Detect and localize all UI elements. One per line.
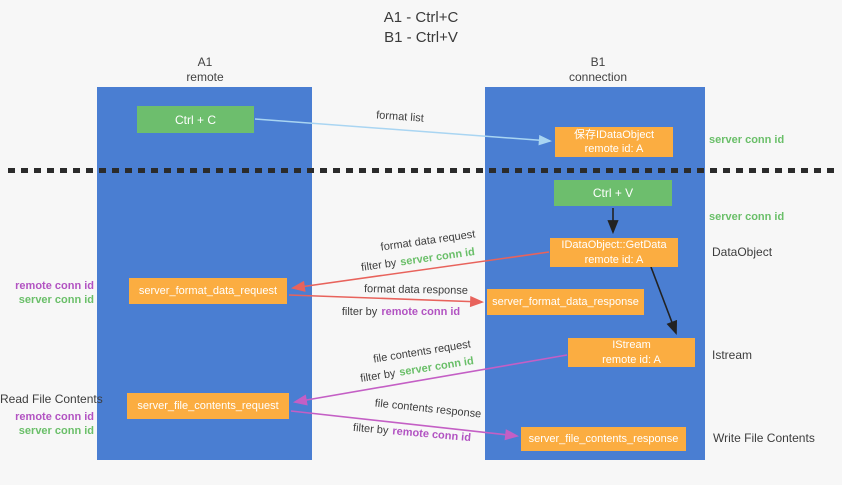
node-server-file-contents-request-label: server_file_contents_request [137,399,279,412]
title-line-2: B1 - Ctrl+V [384,28,458,46]
node-istream-line2: remote id: A [602,353,661,366]
label-server-conn-id-left-top: server conn id [18,294,94,307]
node-server-file-contents-response: server_file_contents_response [521,427,686,451]
label-server-conn-id-mid: server conn id [709,211,785,223]
label-remote-conn-id-bottom: remote conn id [15,411,94,423]
node-ctrl-c-label: Ctrl + C [174,112,216,127]
label-server-conn-id-top: server conn id [709,134,785,146]
lifeline-header-b1: B1 connection [540,55,656,85]
label-conn-pair-bottom: remote conn id server conn id [10,410,94,439]
title-line-1: A1 - Ctrl+C [383,9,459,26]
lifeline-b1-subtitle: connection [568,70,628,84]
node-save-dataobject: 保存IDataObject remote id: A [555,127,673,157]
node-server-format-data-response: server_format_data_response [487,289,644,315]
label-remote-conn-id-top: remote conn id [15,280,94,292]
lifeline-header-a1: A1 remote [150,55,260,85]
node-ctrl-v: Ctrl + V [554,180,672,206]
lifeline-b1-title: B1 [590,55,606,69]
label-istream: Istream [712,348,753,362]
label-write-file-contents: Write File Contents [713,431,815,445]
label-read-file-contents: Read File Contents [0,392,103,406]
node-server-file-contents-request: server_file_contents_request [127,393,289,419]
arrow-file-contents-request [292,354,568,406]
node-getdata-line1: IDataObject::GetData [561,239,667,252]
node-istream-line1: IStream [612,339,651,352]
node-getdata-line2: remote id: A [584,253,644,266]
arrow-file-contents-response [290,410,520,441]
node-istream: IStream remote id: A [568,338,695,367]
section-divider [8,168,836,173]
node-server-file-contents-response-label: server_file_contents_response [528,432,679,445]
arrow-format-list [254,118,552,146]
node-save-dataobject-line2: remote id: A [584,143,644,155]
arrow-getdata-to-istream [650,266,678,335]
lifeline-a1-title: A1 [197,55,213,69]
label-dataobject: DataObject [712,245,773,259]
lifeline-a1-subtitle: remote [186,70,224,84]
arrow-format-data-response [288,294,485,308]
node-getdata: IDataObject::GetData remote id: A [550,238,678,267]
filter-by-text-2: filter by [341,306,378,318]
filter-remote-conn-id-1: remote conn id [381,306,461,318]
label-server-conn-id-left-bottom: server conn id [18,425,94,438]
node-ctrl-c: Ctrl + C [137,106,254,133]
arrow-format-data-request [290,251,550,292]
node-ctrl-v-label: Ctrl + V [592,186,634,200]
node-server-format-data-request: server_format_data_request [129,278,287,304]
diagram-title: A1 - Ctrl+C B1 - Ctrl+V [301,8,541,48]
arrow-label-format-data-response: format data response [363,283,469,297]
label-conn-pair-top: remote conn id server conn id [10,279,94,308]
node-server-format-data-request-label: server_format_data_request [138,284,278,297]
node-save-dataobject-line1: 保存IDataObject [573,128,655,141]
node-server-format-data-response-label: server_format_data_response [492,295,639,308]
